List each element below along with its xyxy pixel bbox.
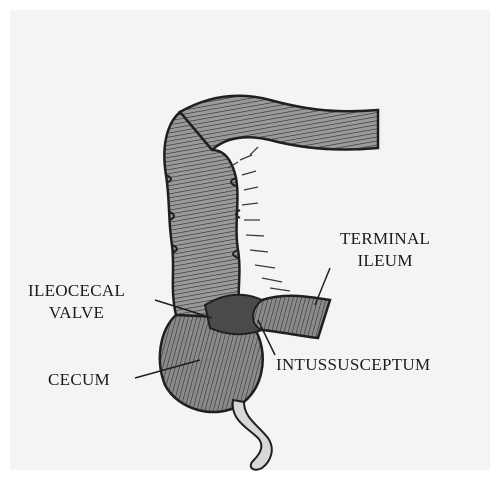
ileocecal-valve-label: ILEOCECAL VALVE <box>28 280 125 324</box>
terminal-ileum-label-line2: ILEUM <box>340 250 430 272</box>
ascending-colon <box>164 112 240 318</box>
appendix <box>233 400 272 470</box>
intussusceptum <box>205 295 262 334</box>
terminal-ileum-label: TERMINAL ILEUM <box>340 228 430 272</box>
terminal-ileum-label-line1: TERMINAL <box>340 228 430 250</box>
cecum-label: CECUM <box>48 369 110 391</box>
transverse-colon <box>180 96 378 150</box>
ileocecal-valve-label-line1: ILEOCECAL <box>28 280 125 302</box>
ileocecal-valve-label-line2: VALVE <box>28 302 125 324</box>
intussusceptum-label: INTUSSUSCEPTUM <box>276 354 430 376</box>
